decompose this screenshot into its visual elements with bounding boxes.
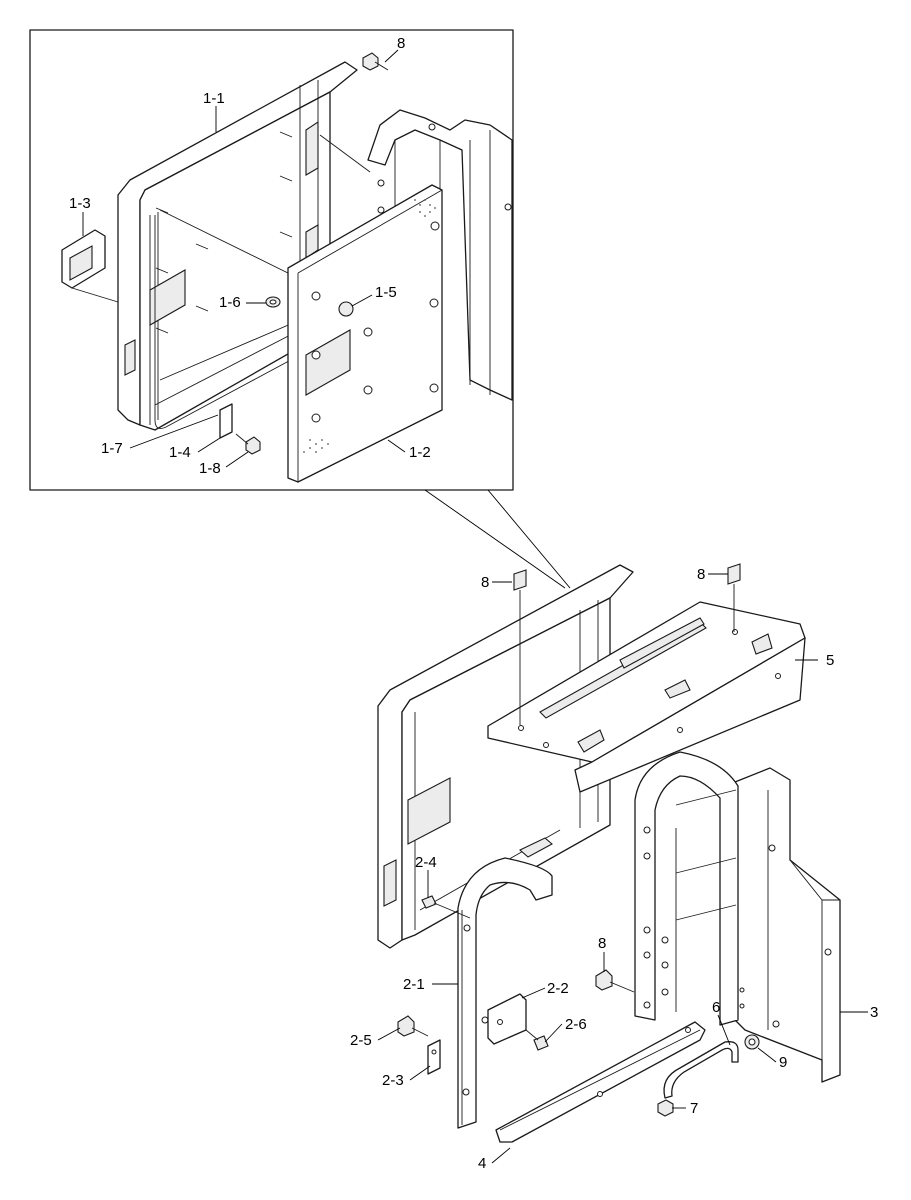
inset-pointer-left — [424, 489, 566, 589]
callout-2-3: 2-3 — [382, 1072, 404, 1089]
screw-2-6 — [525, 1029, 549, 1051]
part-2-3-plate — [427, 1039, 441, 1075]
screw-8-main-right — [727, 563, 741, 632]
callout-1-8: 1-8 — [199, 460, 221, 477]
leader-lines — [82, 49, 868, 1164]
part-1-3-bracket — [61, 229, 119, 303]
screw-1-8 — [235, 433, 261, 455]
callout-1-4: 1-4 — [169, 444, 191, 461]
callout-8-main-right: 8 — [697, 566, 705, 583]
part-2-1-front-leg — [457, 857, 553, 1129]
monitor-housing — [377, 564, 634, 949]
callout-4: 4 — [478, 1155, 486, 1172]
screw-8-main-left — [513, 569, 527, 725]
part-9-nut — [744, 1034, 760, 1050]
callout-1-2: 1-2 — [409, 444, 431, 461]
screw-2-4 — [421, 895, 471, 919]
callout-6: 6 — [712, 999, 720, 1016]
part-4-base-bar — [495, 1021, 706, 1143]
callout-7: 7 — [690, 1100, 698, 1117]
callout-3: 3 — [870, 1004, 878, 1021]
callout-1-6: 1-6 — [219, 294, 241, 311]
callout-1-5: 1-5 — [375, 284, 397, 301]
callout-2-5: 2-5 — [350, 1032, 372, 1049]
part-6-rod — [663, 1041, 739, 1099]
part-2-2-plate — [487, 993, 527, 1045]
callout-8-inset: 8 — [397, 35, 405, 52]
callout-1-1: 1-1 — [203, 90, 225, 107]
callout-8-main-left: 8 — [481, 574, 489, 591]
part-3-stand — [734, 767, 841, 1083]
callout-2-6: 2-6 — [565, 1016, 587, 1033]
callout-labels: 1-1 8 1-3 1-6 1-5 1-7 1-4 1-8 1-2 8 8 5 … — [69, 35, 878, 1172]
part-1-5-knob — [338, 301, 354, 317]
callout-2-2: 2-2 — [547, 980, 569, 997]
inset-pointer-right — [487, 489, 571, 589]
callout-8-main-lower: 8 — [598, 935, 606, 952]
screw-8-main-lower — [595, 969, 635, 993]
callout-5: 5 — [826, 652, 834, 669]
inset-background-monitor — [367, 109, 513, 401]
part-7-nut — [657, 1099, 674, 1117]
part-1-4-clip — [219, 403, 233, 439]
rear-arch-upright — [634, 751, 739, 1026]
part-1-2-back-plate — [287, 184, 443, 483]
part-1-6-ring — [265, 296, 281, 308]
callout-2-4: 2-4 — [415, 854, 437, 871]
callout-9: 9 — [779, 1054, 787, 1071]
screw-8-inset-top — [362, 52, 389, 71]
part-1-1-front-frame — [117, 61, 371, 431]
callout-1-3: 1-3 — [69, 195, 91, 212]
part-1-7-wire-rod — [154, 215, 301, 429]
callout-2-1: 2-1 — [403, 976, 425, 993]
callout-1-7: 1-7 — [101, 440, 123, 457]
part-5-top-bracket — [487, 601, 806, 793]
screw-2-5 — [397, 1015, 429, 1037]
